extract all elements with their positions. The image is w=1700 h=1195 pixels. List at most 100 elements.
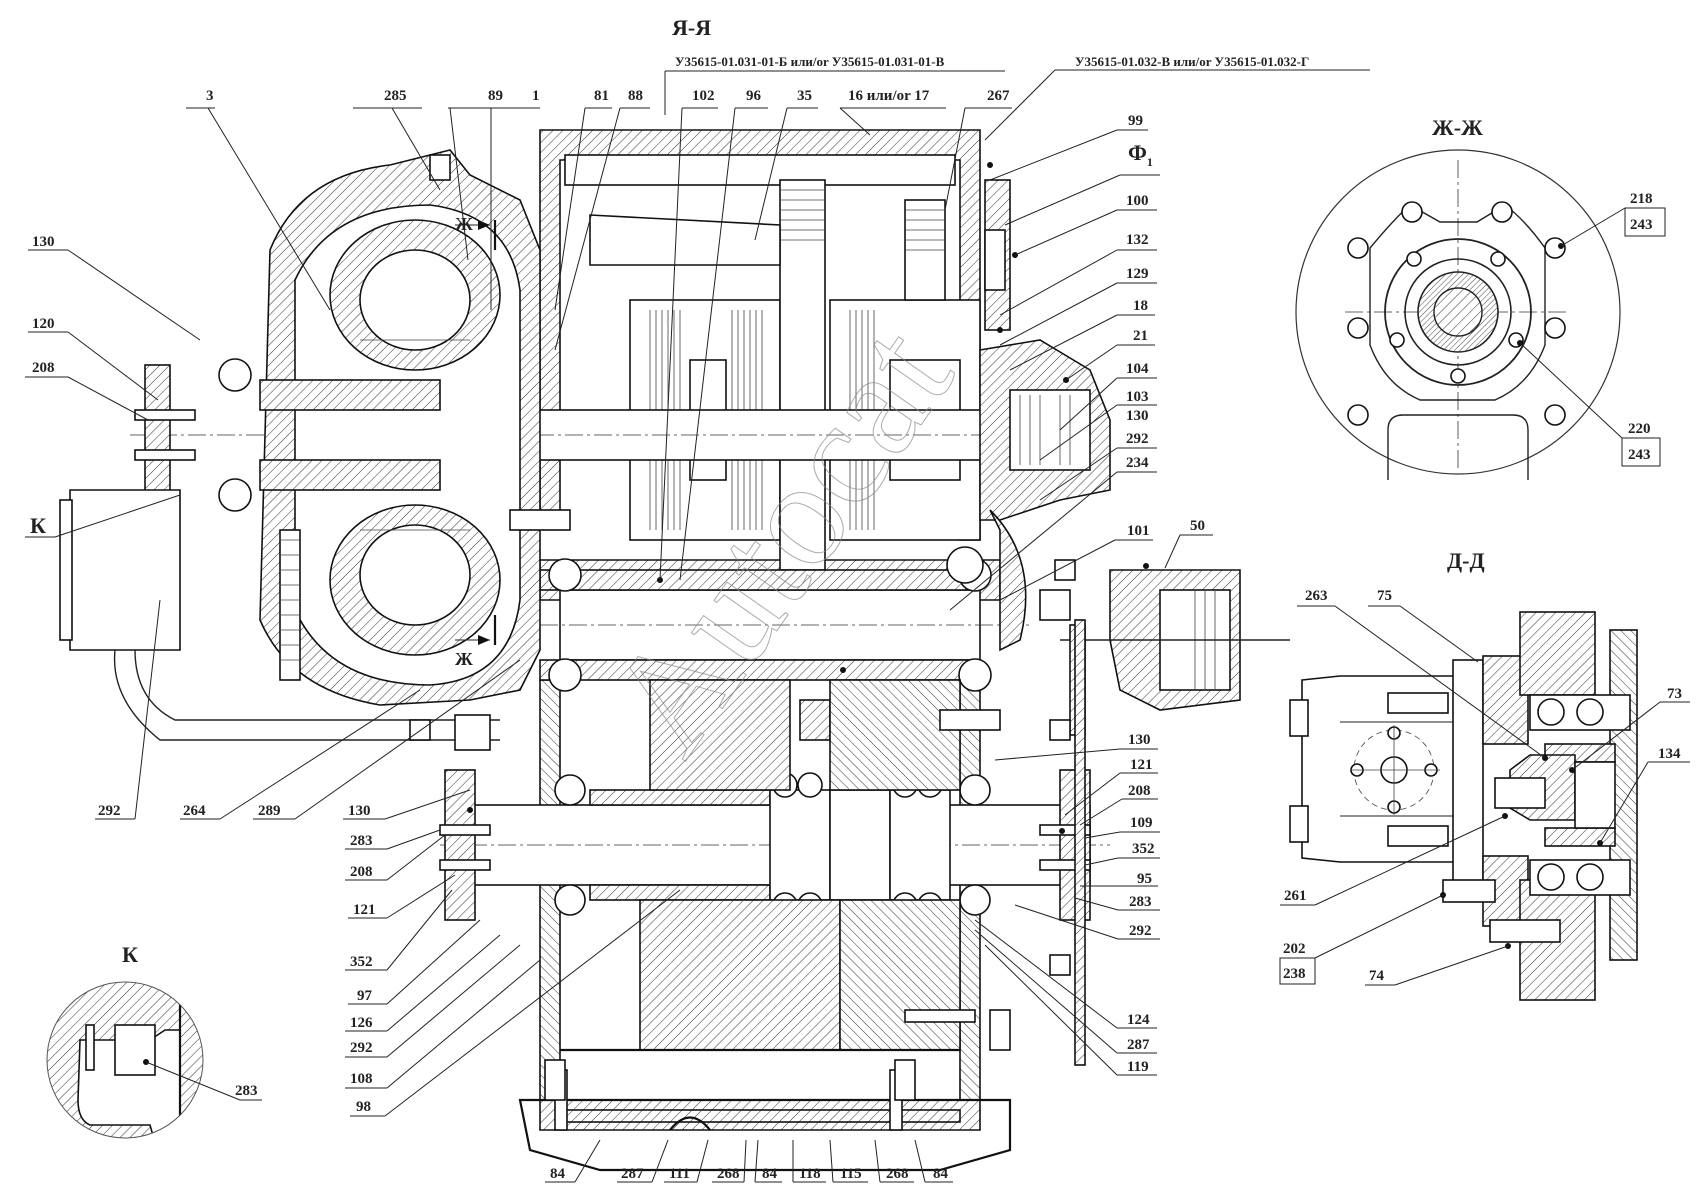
callout-121-col: 121 [353, 902, 376, 918]
view-zh-title: Ж-Ж [1432, 115, 1483, 140]
callout-89: 89 [488, 88, 503, 104]
assembly-ref-right: У35615-01.032-В или/or У35615-01.032-Г [1075, 54, 1309, 69]
callout-264: 264 [183, 803, 206, 819]
view-d-callout-261: 261 [1284, 888, 1307, 904]
section-marker-zh [455, 220, 497, 645]
callout-81: 81 [594, 88, 609, 104]
callout-289: 289 [258, 803, 281, 819]
view-zh: Ж-Ж 218 243 220 243 [1295, 115, 1666, 480]
callout-267: 267 [987, 88, 1010, 104]
callout-132: 132 [1126, 232, 1149, 248]
middle-shaft [539, 558, 1030, 692]
callout-287-b: 287 [621, 1166, 644, 1182]
callouts-right-upper: 99 Ф1 100 132 129 18 21 104 103 130 292 … [949, 113, 1213, 611]
callout-111: 111 [669, 1166, 690, 1182]
callout-84-b3: 84 [933, 1166, 949, 1182]
center-gear [589, 179, 946, 571]
callout-101: 101 [1127, 523, 1150, 539]
callout-50: 50 [1190, 518, 1205, 534]
callout-118: 118 [799, 1166, 821, 1182]
assembly-ref-left: У35615-01.031-01-Б или/or У35615-01.031-… [675, 54, 945, 69]
view-zh-callout-218: 218 [1630, 191, 1653, 207]
callout-98: 98 [356, 1099, 371, 1115]
callout-35: 35 [797, 88, 812, 104]
callout-268-b2: 268 [886, 1166, 909, 1182]
callout-119: 119 [1127, 1059, 1149, 1075]
callout-1: 1 [532, 88, 540, 104]
detail-k: К 283 [46, 942, 262, 1139]
callout-234: 234 [1126, 455, 1149, 471]
callout-109: 109 [1130, 815, 1153, 831]
view-d: Д-Д 26 [1279, 548, 1690, 1001]
callout-88: 88 [628, 88, 643, 104]
marker-f1: Ф1 [1128, 140, 1153, 169]
view-d-callout-263: 263 [1305, 588, 1328, 604]
callouts-lower-left-col: 130 283 208 121 352 97 126 292 108 98 [343, 789, 681, 1117]
callout-103: 103 [1126, 389, 1149, 405]
view-d-callout-74: 74 [1369, 968, 1385, 984]
marker-k: К [30, 513, 46, 538]
callout-287-rl: 287 [1127, 1037, 1150, 1053]
callout-285: 285 [384, 88, 407, 104]
callout-292-col: 292 [350, 1040, 373, 1056]
callout-84-b2: 84 [762, 1166, 778, 1182]
callouts-bottom: 84 287 111 268 84 118 115 268 84 [545, 1139, 953, 1183]
torque-converter [59, 149, 541, 751]
view-zh-callout-220: 220 [1628, 421, 1651, 437]
callout-18: 18 [1133, 298, 1148, 314]
detail-k-title: К [122, 942, 138, 967]
view-d-callout-238: 238 [1283, 966, 1306, 982]
callout-100: 100 [1126, 193, 1149, 209]
view-d-callout-202: 202 [1283, 941, 1306, 957]
callout-126: 126 [350, 1015, 373, 1031]
callout-121-rl: 121 [1130, 757, 1153, 773]
main-section [59, 129, 1290, 1172]
callout-130-upper: 130 [1126, 408, 1149, 424]
section-title-main: Я-Я [672, 15, 711, 40]
callout-268-b1: 268 [717, 1166, 740, 1182]
view-d-callout-73: 73 [1667, 686, 1682, 702]
callout-130-rl: 130 [1128, 732, 1151, 748]
callouts-lower-left-row: 292 264 289 [95, 599, 521, 820]
marker-zh-top: Ж [455, 214, 473, 234]
callout-208-rl: 208 [1128, 783, 1151, 799]
callout-3: 3 [206, 88, 214, 104]
callout-99: 99 [1128, 113, 1143, 129]
callout-21: 21 [1133, 328, 1148, 344]
callout-130-left: 130 [32, 234, 55, 250]
callout-115: 115 [840, 1166, 862, 1182]
callout-102: 102 [692, 88, 715, 104]
callout-292-rl: 292 [1129, 923, 1152, 939]
callout-120: 120 [32, 316, 55, 332]
callout-283-rl: 283 [1129, 894, 1152, 910]
detail-k-callout-283: 283 [235, 1083, 258, 1099]
callout-208-col: 208 [350, 864, 373, 880]
callout-16-or-17: 16 или/or 17 [848, 88, 930, 104]
callout-97: 97 [357, 988, 373, 1004]
marker-zh-bottom: Ж [455, 649, 473, 669]
callout-124: 124 [1127, 1012, 1150, 1028]
view-d-callout-75: 75 [1377, 588, 1392, 604]
callout-208-left: 208 [32, 360, 55, 376]
callout-352-rl: 352 [1132, 841, 1155, 857]
view-zh-callout-243a: 243 [1630, 217, 1653, 233]
callout-84-b1: 84 [550, 1166, 566, 1182]
view-d-title: Д-Д [1447, 548, 1485, 573]
pump-module [1039, 559, 1290, 1066]
callouts-left: 130 120 208 К [25, 234, 201, 538]
zh-bolt-holes [1347, 201, 1566, 426]
callout-292-row: 292 [98, 803, 121, 819]
callout-130-col: 130 [348, 803, 371, 819]
callout-108: 108 [350, 1071, 373, 1087]
callout-283-col: 283 [350, 833, 373, 849]
callout-95: 95 [1137, 871, 1152, 887]
callouts-right-lower: 130 121 208 109 352 95 283 292 124 287 1… [974, 732, 1160, 1076]
callouts-top: 3 285 89 1 81 88 102 96 35 16 или/or 17 … [186, 88, 1012, 581]
housing-bolts [509, 509, 1071, 1101]
callout-292-upper: 292 [1126, 431, 1149, 447]
callout-104: 104 [1126, 361, 1149, 377]
lower-shaft [439, 679, 1110, 1131]
view-zh-callout-243b: 243 [1628, 447, 1651, 463]
